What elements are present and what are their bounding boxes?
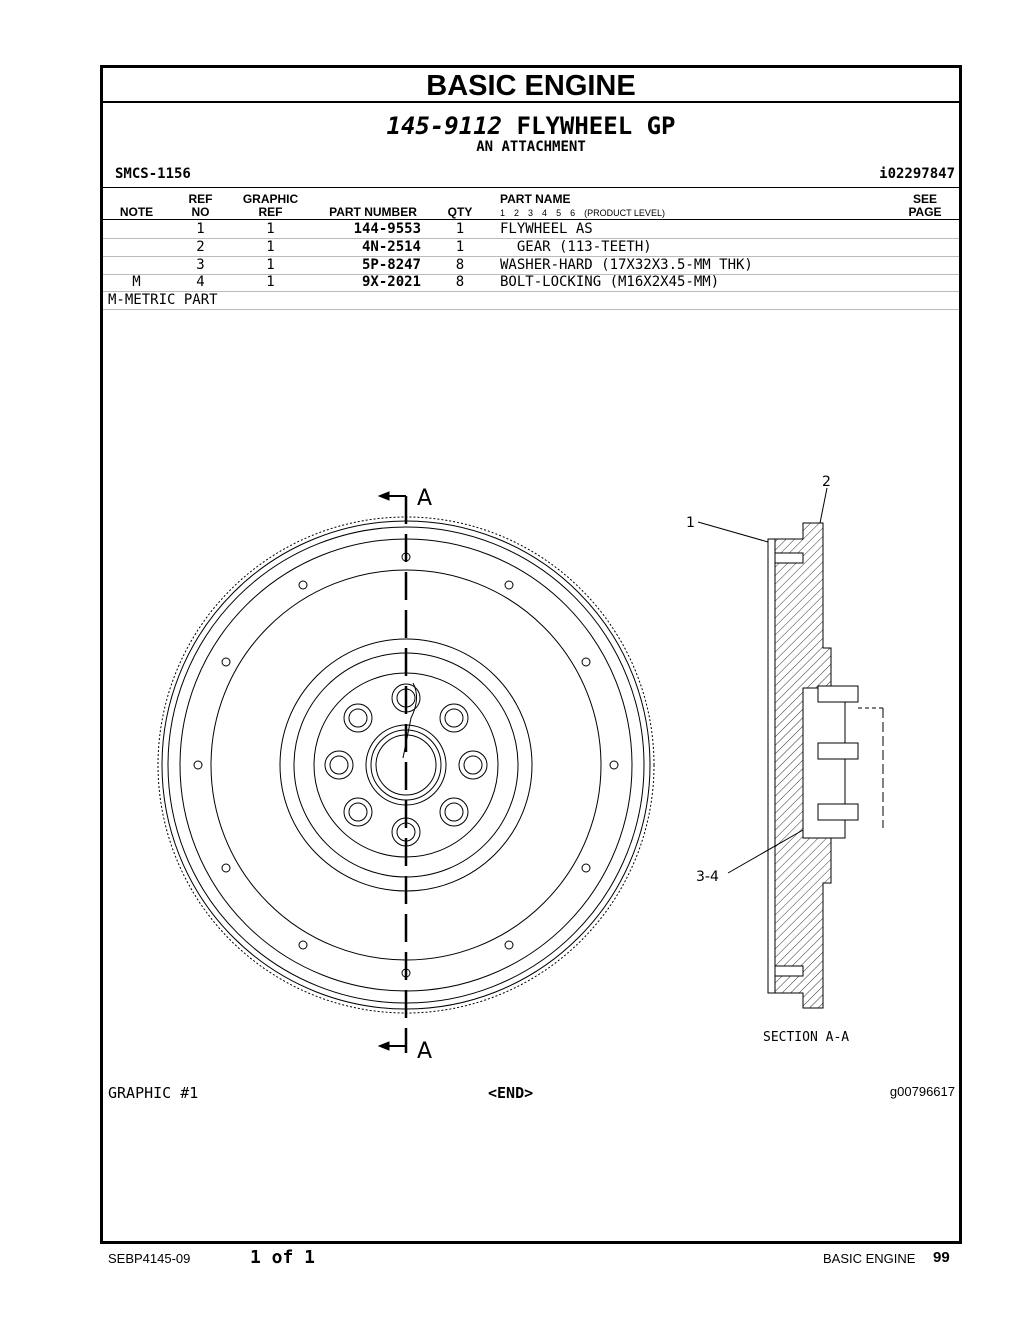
product-level-1: 1: [500, 208, 506, 218]
col-note: NOTE: [119, 205, 154, 219]
graphic-label: GRAPHIC #1: [108, 1084, 199, 1102]
smcs-code: SMCS-1156: [115, 166, 191, 182]
row-qty: 1: [455, 221, 465, 237]
row-divider: [103, 291, 959, 292]
row-qty: 1: [455, 239, 465, 255]
graphic-id: g00796617: [889, 1084, 955, 1099]
row-graphic: 1: [266, 221, 275, 237]
group-number: 145-9112: [386, 112, 503, 140]
ident-code: i02297847: [879, 166, 955, 182]
section-marker-bottom: A: [417, 1039, 432, 1064]
product-level-3: 3: [528, 208, 534, 218]
row-ref: 4: [196, 274, 205, 290]
row-note: M: [132, 274, 141, 290]
end-label: <END>: [488, 1084, 534, 1102]
callout-3-4: 3-4: [696, 869, 719, 885]
row-divider: [103, 256, 959, 257]
footnote-divider: [103, 309, 959, 310]
product-level-6: 6: [570, 208, 576, 218]
group-title: 145-9112 FLYWHEEL GP: [103, 112, 959, 140]
group-name: FLYWHEEL GP: [516, 112, 676, 140]
row-ref: 2: [196, 239, 205, 255]
row-part-name: WASHER-HARD (17X32X3.5-MM THK): [500, 257, 753, 273]
page-of: 1 of 1: [250, 1247, 316, 1268]
col-see-page: SEE PAGE: [903, 193, 947, 219]
row-graphic: 1: [266, 257, 275, 273]
mount-hole: [504, 940, 514, 950]
mount-hole: [221, 863, 231, 873]
callout-1: 1: [686, 515, 695, 531]
section-line: [377, 491, 408, 1053]
section-marker-top: A: [417, 486, 432, 511]
row-part-name: GEAR (113-TEETH): [500, 239, 652, 255]
row-divider: [103, 274, 959, 275]
footer-section: BASIC ENGINE: [823, 1251, 916, 1266]
col-part-number: PART NUMBER: [329, 205, 417, 219]
col-see-page-line1: SEE: [912, 192, 937, 206]
row-part-number: 5P-8247: [361, 257, 421, 273]
flywheel-drawing: A A 1 2 3-4 SECTION A-A: [157, 474, 884, 1064]
page-frame: BASIC ENGINE 145-9112 FLYWHEEL GP AN ATT…: [100, 65, 962, 1244]
mount-hole: [504, 580, 514, 590]
section-title: BASIC ENGINE: [103, 68, 959, 103]
product-level-label: (PRODUCT LEVEL): [584, 208, 665, 218]
table-header-rule: [103, 219, 959, 220]
col-ref-no-line1: REF: [188, 192, 213, 206]
flywheel-section-view: [767, 522, 884, 1009]
row-qty: 8: [455, 274, 465, 290]
product-level-5: 5: [556, 208, 562, 218]
col-graphic-ref-line2: REF: [258, 205, 283, 219]
row-qty: 8: [455, 257, 465, 273]
row-part-number: 9X-2021: [361, 274, 421, 290]
mount-hole: [193, 760, 203, 770]
row-ref: 1: [196, 221, 205, 237]
row-graphic: 1: [266, 239, 275, 255]
page-number: 99: [933, 1249, 950, 1266]
col-part-name: PART NAME: [500, 192, 571, 206]
col-ref-no: REF NO: [183, 193, 218, 219]
doc-id: SEBP4145-09: [108, 1251, 191, 1266]
product-level-2: 2: [514, 208, 520, 218]
bolt-heads: [324, 683, 488, 847]
callout-leaders: [697, 487, 828, 874]
mount-hole: [581, 657, 591, 667]
row-graphic: 1: [266, 274, 275, 290]
callout-2: 2: [822, 474, 831, 490]
mount-hole: [298, 940, 308, 950]
col-graphic-ref-line1: GRAPHIC: [242, 192, 299, 206]
product-level-4: 4: [542, 208, 548, 218]
mount-hole: [298, 580, 308, 590]
row-ref: 3: [196, 257, 205, 273]
row-part-number: 144-9553: [353, 221, 421, 237]
row-part-name: BOLT-LOCKING (M16X2X45-MM): [500, 274, 720, 290]
col-graphic-ref: GRAPHIC REF: [233, 193, 308, 219]
col-ref-no-line2: NO: [191, 205, 210, 219]
col-see-page-line2: PAGE: [908, 205, 942, 219]
group-subtitle: AN ATTACHMENT: [476, 139, 586, 155]
mount-hole: [609, 760, 619, 770]
col-qty: QTY: [447, 205, 473, 219]
metric-footnote: M-METRIC PART: [108, 292, 218, 308]
row-part-name: FLYWHEEL AS: [500, 221, 593, 237]
table-top-rule: [103, 187, 959, 188]
section-label: SECTION A-A: [763, 1030, 849, 1045]
row-divider: [103, 238, 959, 239]
row-part-number: 4N-2514: [361, 239, 421, 255]
mount-hole: [581, 863, 591, 873]
mount-hole: [221, 657, 231, 667]
